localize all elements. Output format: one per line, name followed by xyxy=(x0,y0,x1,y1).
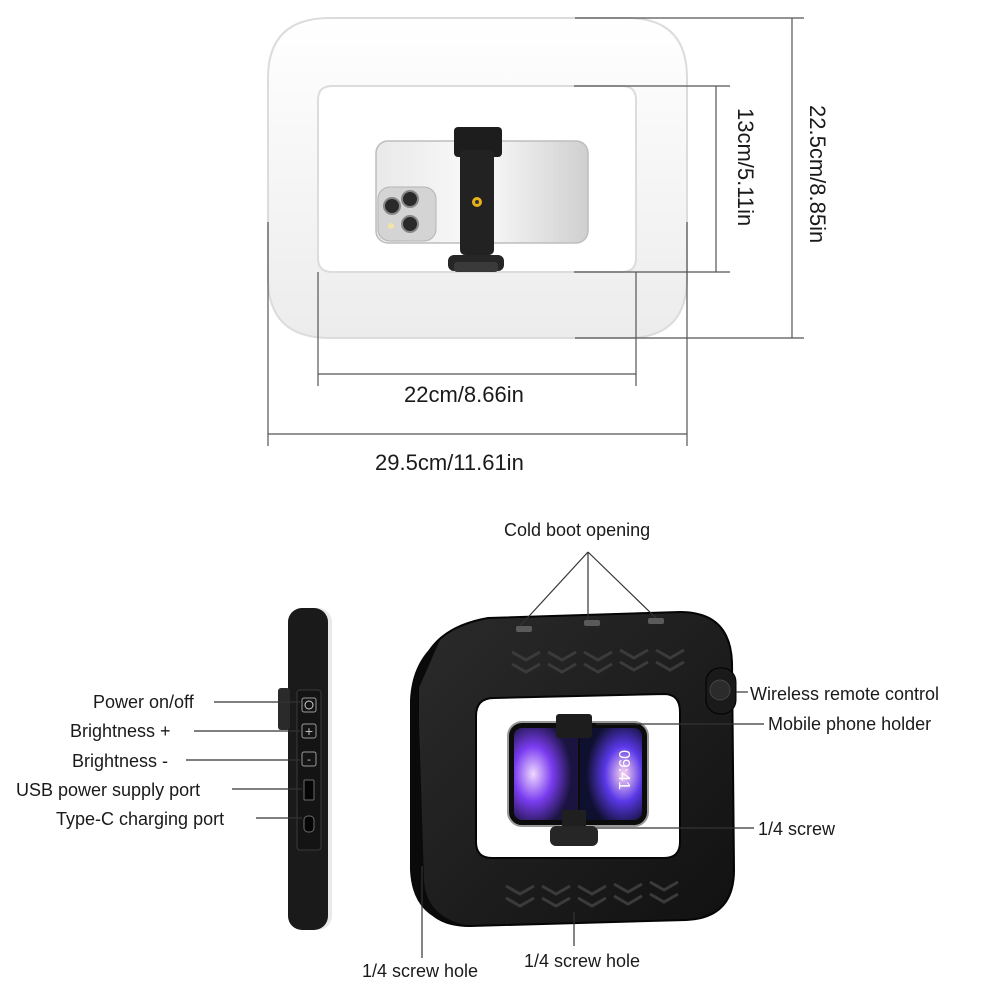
brightness-up-icon: + xyxy=(301,723,317,739)
typec-port-label: Type-C charging port xyxy=(56,809,225,829)
side-view-frame xyxy=(278,608,332,930)
inner-height-label: 13cm/5.11in xyxy=(733,108,758,227)
power-label: Power on/off xyxy=(93,692,194,712)
phone-holder-clamp xyxy=(550,714,598,846)
svg-text:-: - xyxy=(307,753,311,766)
brightness-down-label: Brightness - xyxy=(72,751,169,771)
wireless-remote xyxy=(705,667,737,715)
power-icon xyxy=(301,697,317,713)
brightness-up-label: Brightness + xyxy=(70,721,171,741)
outer-width-label: 29.5cm/11.61in xyxy=(375,450,524,475)
outer-height-label: 22.5cm/8.85in xyxy=(805,105,830,244)
mobile-phone: 09:41 xyxy=(507,721,649,827)
frame-texture xyxy=(505,648,685,908)
back-view-frame xyxy=(410,610,736,928)
cold-boot-label: Cold boot opening xyxy=(504,520,651,540)
screw-hole-bottom-label: 1/4 screw hole xyxy=(524,951,641,971)
typec-port-icon xyxy=(303,815,315,833)
dimension-lines xyxy=(267,17,804,446)
inner-width-label: 22cm/8.66in xyxy=(404,382,524,407)
phone-clock: 09:41 xyxy=(615,750,632,790)
phone-holder-label: Mobile phone holder xyxy=(768,714,932,734)
svg-text:+: + xyxy=(304,725,313,738)
back-leader-lines xyxy=(421,551,764,958)
usb-port-icon xyxy=(303,779,315,801)
usb-port-label: USB power supply port xyxy=(16,780,201,800)
screw-label: 1/4 screw xyxy=(758,819,836,839)
side-leader-lines xyxy=(186,701,302,819)
phone-clamp xyxy=(448,127,504,272)
cold-boot-slots xyxy=(516,618,664,632)
remote-label: Wireless remote control xyxy=(750,684,940,704)
brightness-down-icon: - xyxy=(301,751,317,767)
screw-hole-left-label: 1/4 screw hole xyxy=(362,961,479,981)
